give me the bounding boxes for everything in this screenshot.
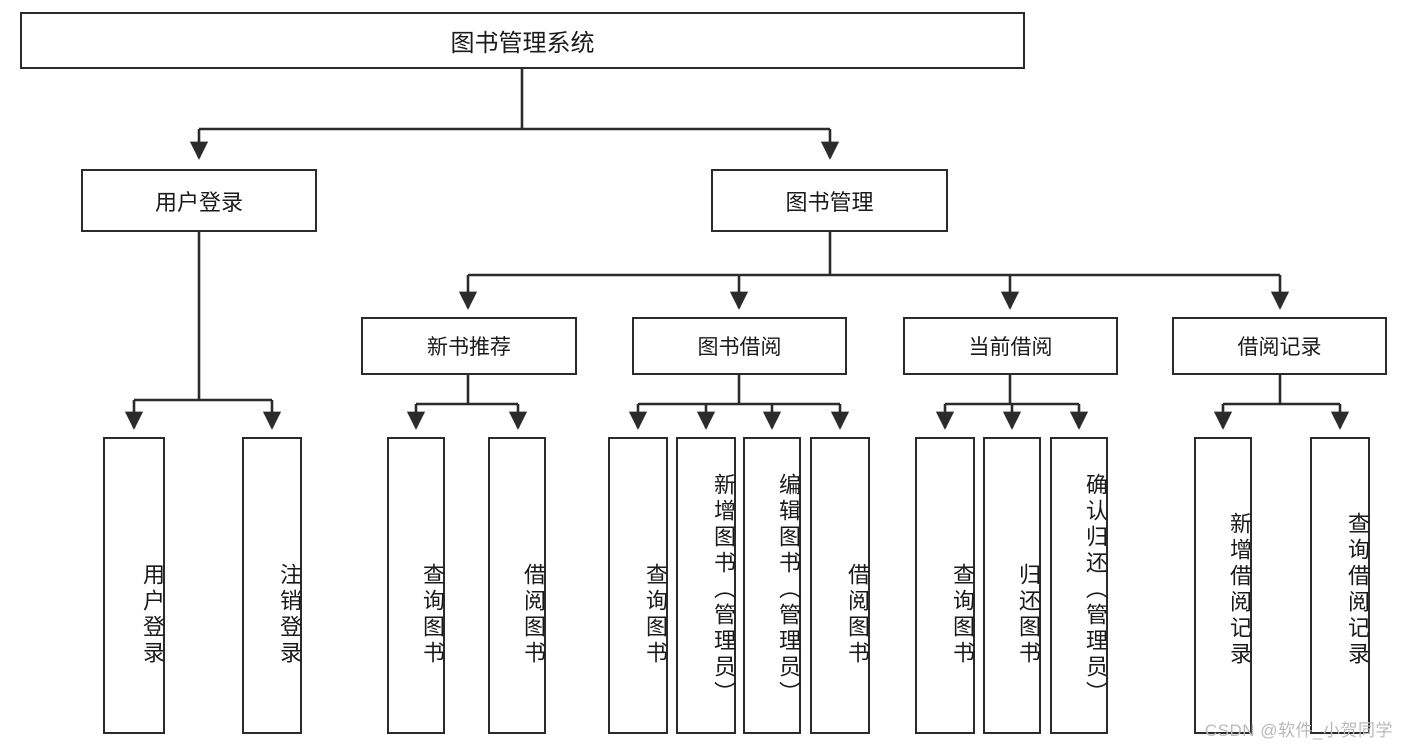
leaf-user-login[interactable]: 用户登录 bbox=[103, 437, 165, 734]
leaf-add-borrow-record[interactable]: 新增借阅记录 bbox=[1194, 437, 1252, 734]
leaf-query-book-borrow[interactable]: 查询图书 bbox=[608, 437, 668, 734]
leaf-query-book-current[interactable]: 查询图书 bbox=[915, 437, 975, 734]
leaf-query-borrow-record[interactable]: 查询借阅记录 bbox=[1310, 437, 1370, 734]
node-borrow-records[interactable]: 借阅记录 bbox=[1172, 317, 1387, 375]
node-current-borrow[interactable]: 当前借阅 bbox=[903, 317, 1118, 375]
leaf-query-book-recommend[interactable]: 查询图书 bbox=[387, 437, 445, 734]
leaf-edit-book-admin[interactable]: 编辑图书（管理员） bbox=[743, 437, 801, 734]
node-root[interactable]: 图书管理系统 bbox=[20, 12, 1025, 69]
leaf-borrow-book[interactable]: 借阅图书 bbox=[810, 437, 870, 734]
node-user-login[interactable]: 用户登录 bbox=[81, 169, 317, 232]
node-book-management[interactable]: 图书管理 bbox=[711, 169, 948, 232]
leaf-add-book-admin[interactable]: 新增图书（管理员） bbox=[676, 437, 736, 734]
node-book-borrow[interactable]: 图书借阅 bbox=[632, 317, 847, 375]
leaf-logout[interactable]: 注销登录 bbox=[242, 437, 302, 734]
leaf-confirm-return-admin[interactable]: 确认归还（管理员） bbox=[1050, 437, 1108, 734]
node-new-book-recommend[interactable]: 新书推荐 bbox=[361, 317, 577, 375]
leaf-borrow-book-recommend[interactable]: 借阅图书 bbox=[488, 437, 546, 734]
leaf-return-book[interactable]: 归还图书 bbox=[983, 437, 1041, 734]
watermark: CSDN @软件_小贺同学 bbox=[1204, 721, 1393, 740]
